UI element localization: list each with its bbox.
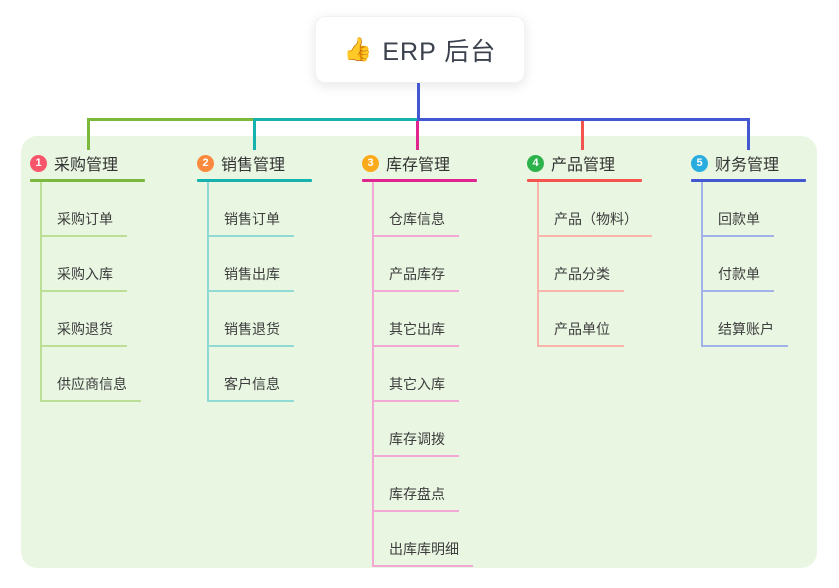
connector-drop-branch3 <box>416 121 419 150</box>
branch-node-4[interactable]: 4 产品管理 <box>527 150 687 176</box>
branch-underline <box>691 179 806 182</box>
connector-h-branch2 <box>253 118 420 121</box>
root-node-label: ERP 后台 <box>382 37 497 66</box>
branch-children: 回款单付款单结算账户 <box>691 182 839 347</box>
branch-number-badge: 2 <box>197 154 214 172</box>
branch-children: 仓库信息产品库存其它出库其它入库库存调拨库存盘点出库库明细 <box>362 182 522 567</box>
child-node[interactable]: 产品单位 <box>537 319 624 347</box>
child-node-row: 采购退货 <box>30 292 190 347</box>
branch-children: 采购订单采购入库采购退货供应商信息 <box>30 182 190 402</box>
connector-h-branch1 <box>87 118 255 121</box>
child-node[interactable]: 其它入库 <box>372 374 459 402</box>
child-node-row: 采购入库 <box>30 237 190 292</box>
child-node-row: 产品单位 <box>527 292 687 347</box>
child-node-row: 回款单 <box>691 182 839 237</box>
branch-node-3[interactable]: 3 库存管理 <box>362 150 522 176</box>
child-node-row: 结算账户 <box>691 292 839 347</box>
branch-node-1[interactable]: 1 采购管理 <box>30 150 190 176</box>
branch-3: 3 库存管理仓库信息产品库存其它出库其它入库库存调拨库存盘点出库库明细 <box>362 150 522 567</box>
connector-h-right <box>417 118 750 121</box>
branch-children: 产品（物料） 产品分类产品单位 <box>527 182 687 347</box>
branch-1: 1 采购管理采购订单采购入库采购退货供应商信息 <box>30 150 190 402</box>
child-node-row: 客户信息 <box>197 347 357 402</box>
branch-children: 销售订单销售出库销售退货客户信息 <box>197 182 357 402</box>
branch-5: 5 财务管理回款单付款单结算账户 <box>691 150 839 347</box>
branches-panel <box>21 136 817 568</box>
child-node-row: 产品库存 <box>362 237 522 292</box>
children-connector-line <box>701 182 703 347</box>
branch-number-badge: 1 <box>30 154 47 172</box>
child-node[interactable]: 出库库明细 <box>372 539 473 567</box>
child-node-row: 销售退货 <box>197 292 357 347</box>
child-node-row: 仓库信息 <box>362 182 522 237</box>
connector-drop-branch4 <box>581 121 584 150</box>
branch-underline <box>197 179 312 182</box>
child-node-row: 其它入库 <box>362 347 522 402</box>
child-node[interactable]: 供应商信息 <box>40 374 141 402</box>
child-node-row: 销售出库 <box>197 237 357 292</box>
children-connector-line <box>372 182 374 567</box>
child-node[interactable]: 采购订单 <box>40 209 127 237</box>
branch-number-badge: 5 <box>691 154 708 172</box>
branch-2: 2 销售管理销售订单销售出库销售退货客户信息 <box>197 150 357 402</box>
child-node[interactable]: 客户信息 <box>207 374 294 402</box>
root-node[interactable]: 👍 ERP 后台 <box>315 16 525 83</box>
child-node[interactable]: 销售出库 <box>207 264 294 292</box>
branch-label: 库存管理 <box>386 157 451 174</box>
child-node-row: 产品（物料） <box>527 182 687 237</box>
branch-node-5[interactable]: 5 财务管理 <box>691 150 839 176</box>
connector-drop-branch2 <box>253 118 256 150</box>
branch-label: 产品管理 <box>551 157 616 174</box>
branch-label: 采购管理 <box>54 157 119 174</box>
child-node-row: 采购订单 <box>30 182 190 237</box>
connector-drop-branch1 <box>87 118 90 150</box>
branch-label: 销售管理 <box>221 157 286 174</box>
child-node-row: 出库库明细 <box>362 512 522 567</box>
branch-label: 财务管理 <box>715 157 780 174</box>
child-node[interactable]: 产品分类 <box>537 264 624 292</box>
children-connector-line <box>40 182 42 402</box>
child-node[interactable]: 产品库存 <box>372 264 459 292</box>
branch-underline <box>527 179 642 182</box>
branch-underline <box>362 179 477 182</box>
children-connector-line <box>537 182 539 347</box>
branch-number-badge: 4 <box>527 154 544 172</box>
child-node[interactable]: 回款单 <box>701 209 774 237</box>
branch-number-badge: 3 <box>362 154 379 172</box>
child-node-row: 库存调拨 <box>362 402 522 457</box>
child-node[interactable]: 销售退货 <box>207 319 294 347</box>
child-node[interactable]: 产品（物料） <box>537 209 652 237</box>
child-node-row: 供应商信息 <box>30 347 190 402</box>
child-node[interactable]: 付款单 <box>701 264 774 292</box>
child-node[interactable]: 采购退货 <box>40 319 127 347</box>
root-connector-line <box>417 83 420 121</box>
branch-underline <box>30 179 145 182</box>
branch-node-2[interactable]: 2 销售管理 <box>197 150 357 176</box>
child-node-row: 销售订单 <box>197 182 357 237</box>
child-node[interactable]: 其它出库 <box>372 319 459 347</box>
child-node-row: 付款单 <box>691 237 839 292</box>
child-node[interactable]: 库存调拨 <box>372 429 459 457</box>
child-node[interactable]: 采购入库 <box>40 264 127 292</box>
child-node[interactable]: 结算账户 <box>701 319 788 347</box>
thumbs-up-icon: 👍 <box>343 36 373 62</box>
child-node[interactable]: 销售订单 <box>207 209 294 237</box>
children-connector-line <box>207 182 209 402</box>
child-node[interactable]: 仓库信息 <box>372 209 459 237</box>
child-node[interactable]: 库存盘点 <box>372 484 459 512</box>
connector-drop-branch5 <box>747 118 750 150</box>
branch-4: 4 产品管理产品（物料） 产品分类产品单位 <box>527 150 687 347</box>
child-node-row: 其它出库 <box>362 292 522 347</box>
child-node-row: 库存盘点 <box>362 457 522 512</box>
child-node-row: 产品分类 <box>527 237 687 292</box>
